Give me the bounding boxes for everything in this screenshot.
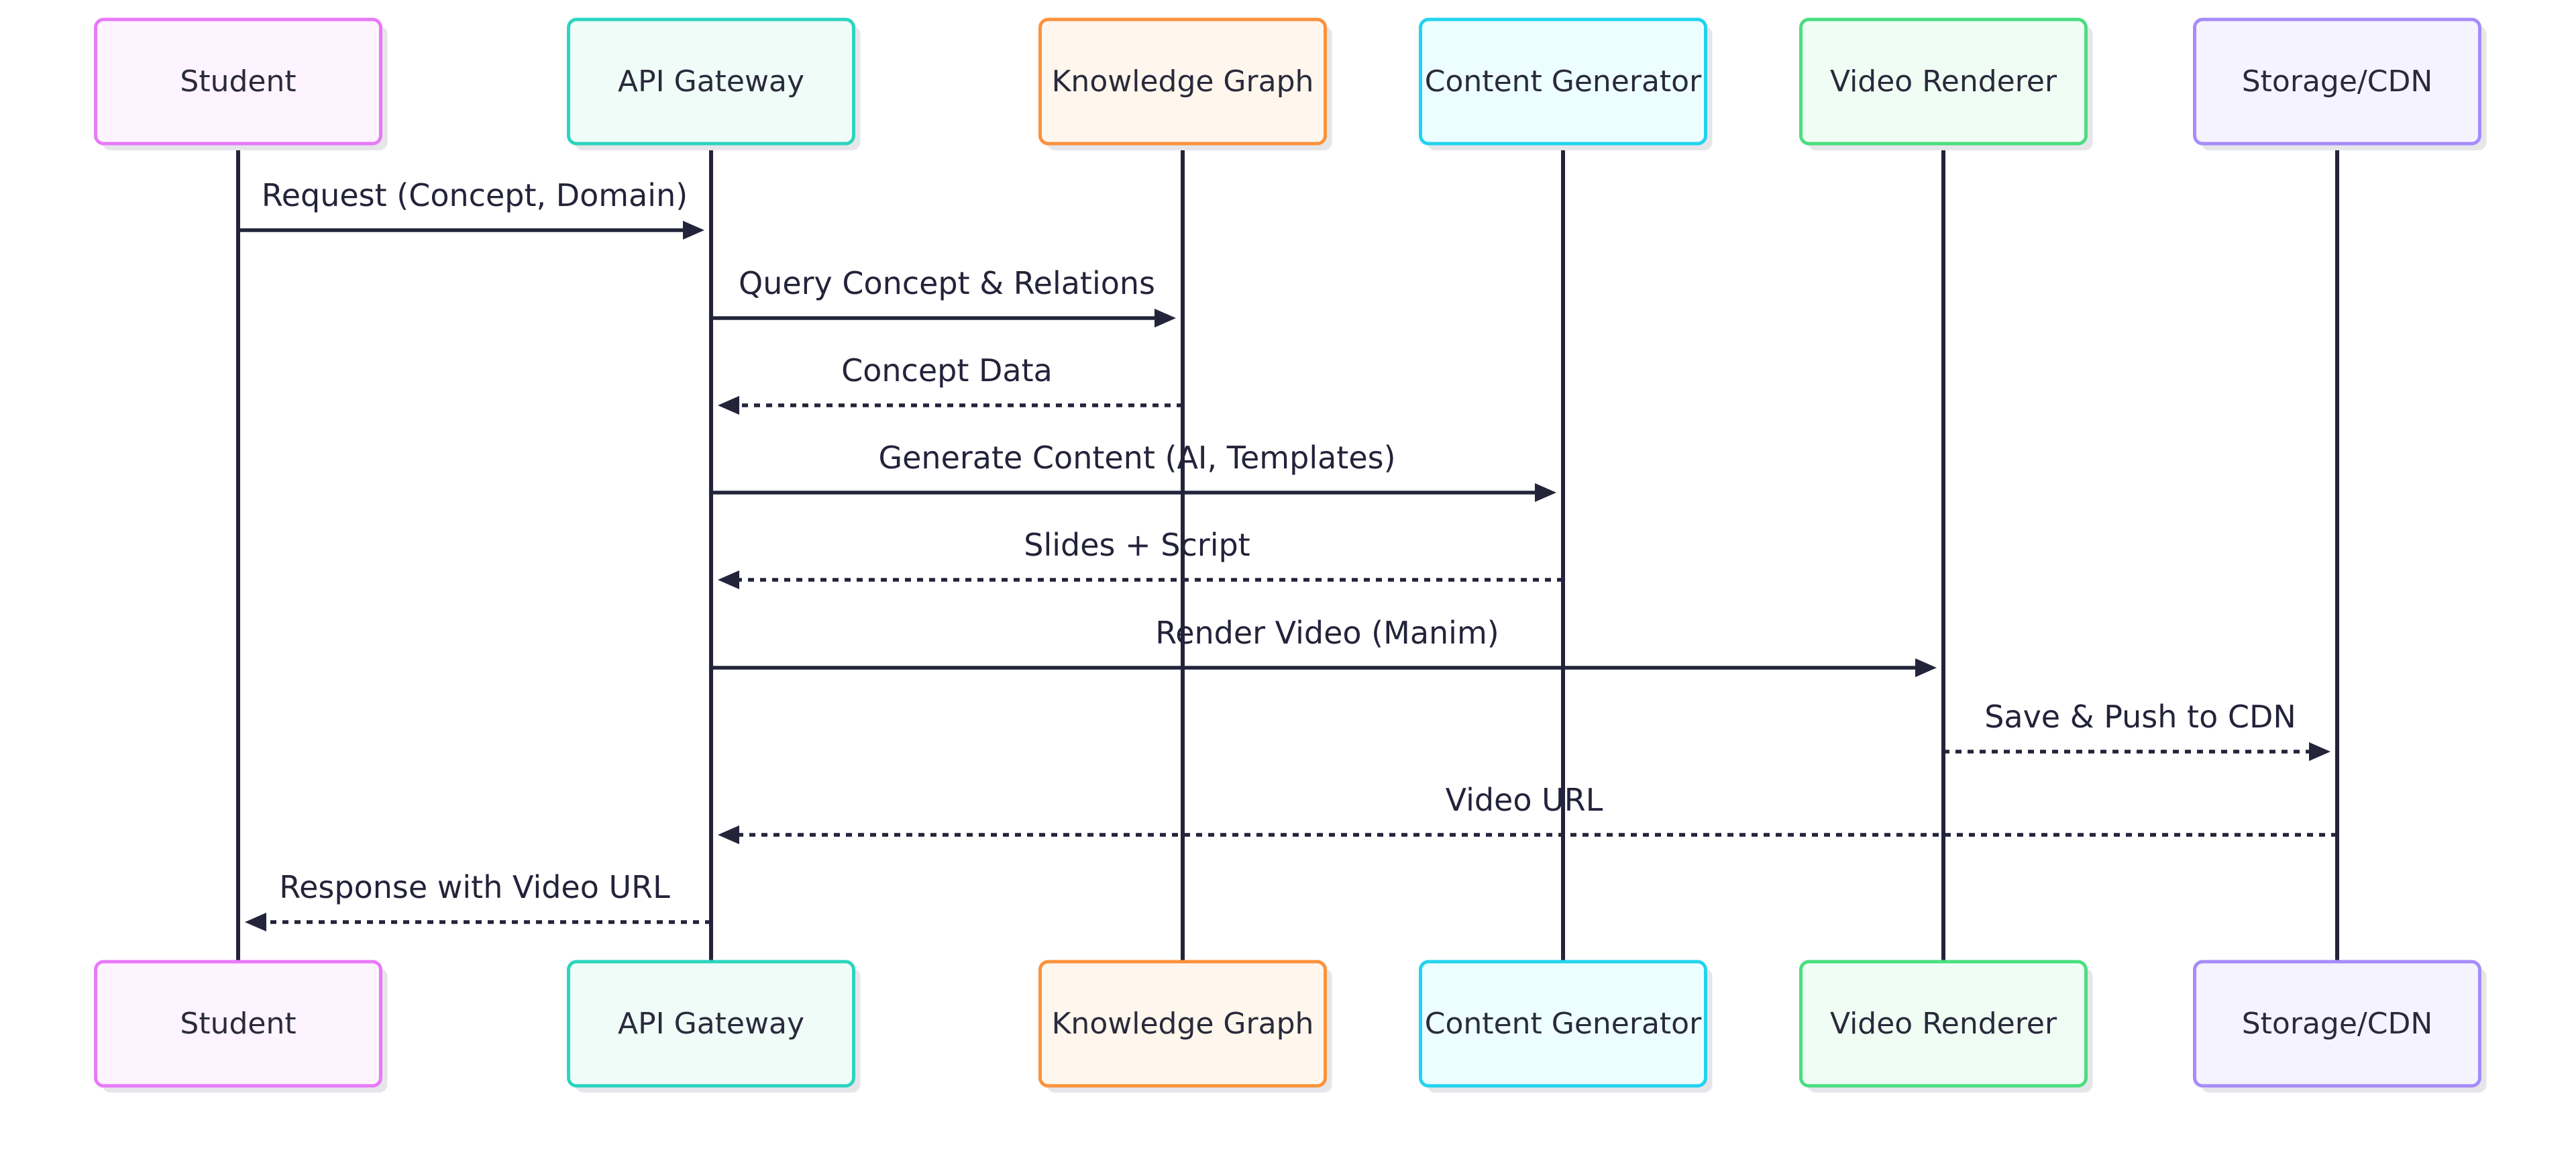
arrowhead-icon — [718, 570, 739, 589]
arrowhead-icon — [245, 913, 266, 931]
message-7: Save & Push to CDN — [1943, 699, 2330, 761]
arrowhead-icon — [2309, 742, 2330, 761]
actor-top-gateway: API Gateway — [567, 17, 861, 150]
message-label: Render Video (Manim) — [1155, 615, 1499, 651]
actor-top-student: Student — [94, 17, 388, 150]
messages: Request (Concept, Domain) Query Concept &… — [238, 177, 2337, 931]
actor-label: Student — [180, 1007, 296, 1041]
actor-box — [2193, 17, 2481, 146]
arrowhead-icon — [1155, 309, 1176, 327]
actor-label: Video Renderer — [1830, 1007, 2057, 1041]
message-label: Save & Push to CDN — [1984, 699, 2296, 735]
message-1: Request (Concept, Domain) — [238, 177, 704, 240]
actor-box — [94, 17, 382, 146]
actor-label: Content Generator — [1425, 1007, 1702, 1041]
actor-box — [1419, 17, 1707, 146]
actor-label: Video Renderer — [1830, 64, 2057, 99]
actor-box — [1419, 960, 1707, 1088]
message-label: Slides + Script — [1024, 527, 1250, 563]
actor-label: Student — [180, 64, 296, 99]
actor-box — [1038, 17, 1327, 146]
actor-top-generator: Content Generator — [1419, 17, 1713, 150]
actor-label: API Gateway — [618, 1007, 804, 1041]
message-label: Response with Video URL — [279, 869, 670, 905]
message-5: Slides + Script — [718, 527, 1563, 589]
actors-bottom: Student API Gateway Knowledge Graph Content… — [94, 960, 2487, 1093]
message-label: Concept Data — [841, 352, 1053, 389]
lifelines — [236, 144, 2339, 962]
actor-bottom-generator: Content Generator — [1419, 960, 1713, 1093]
arrowhead-icon — [718, 396, 739, 415]
message-4: Generate Content (AI, Templates) — [711, 440, 1556, 502]
actor-label: Storage/CDN — [2242, 64, 2433, 99]
actor-box — [2193, 960, 2481, 1088]
actor-box — [1799, 17, 2088, 146]
actor-bottom-student: Student — [94, 960, 388, 1093]
message-label: Video URL — [1446, 782, 1603, 818]
message-label: Request (Concept, Domain) — [262, 177, 688, 213]
message-2: Query Concept & Relations — [711, 265, 1176, 327]
actor-box — [1799, 960, 2088, 1088]
actor-box — [567, 17, 855, 146]
actor-bottom-kg: Knowledge Graph — [1038, 960, 1332, 1093]
arrowhead-icon — [1535, 483, 1556, 502]
message-label: Generate Content (AI, Templates) — [878, 440, 1395, 476]
arrowhead-icon — [1915, 658, 1937, 677]
actor-top-kg: Knowledge Graph — [1038, 17, 1332, 150]
actor-bottom-storage: Storage/CDN — [2193, 960, 2487, 1093]
actor-bottom-gateway: API Gateway — [567, 960, 861, 1093]
actor-label: API Gateway — [618, 64, 804, 99]
actor-label: Content Generator — [1425, 64, 1702, 99]
message-6: Render Video (Manim) — [711, 615, 1937, 677]
message-3: Concept Data — [718, 352, 1183, 415]
actor-top-storage: Storage/CDN — [2193, 17, 2487, 150]
actor-box — [94, 960, 382, 1088]
actor-bottom-renderer: Video Renderer — [1799, 960, 2093, 1093]
actor-label: Knowledge Graph — [1052, 64, 1314, 99]
message-9: Response with Video URL — [245, 869, 711, 931]
actors-top: Student API Gateway Knowledge Graph Content… — [94, 17, 2487, 150]
actor-top-renderer: Video Renderer — [1799, 17, 2093, 150]
actor-label: Storage/CDN — [2242, 1007, 2433, 1041]
message-label: Query Concept & Relations — [739, 265, 1155, 301]
message-8: Video URL — [718, 782, 2337, 844]
arrowhead-icon — [718, 825, 739, 844]
actor-box — [567, 960, 855, 1088]
actor-label: Knowledge Graph — [1052, 1007, 1314, 1041]
arrowhead-icon — [683, 221, 704, 240]
actor-box — [1038, 960, 1327, 1088]
